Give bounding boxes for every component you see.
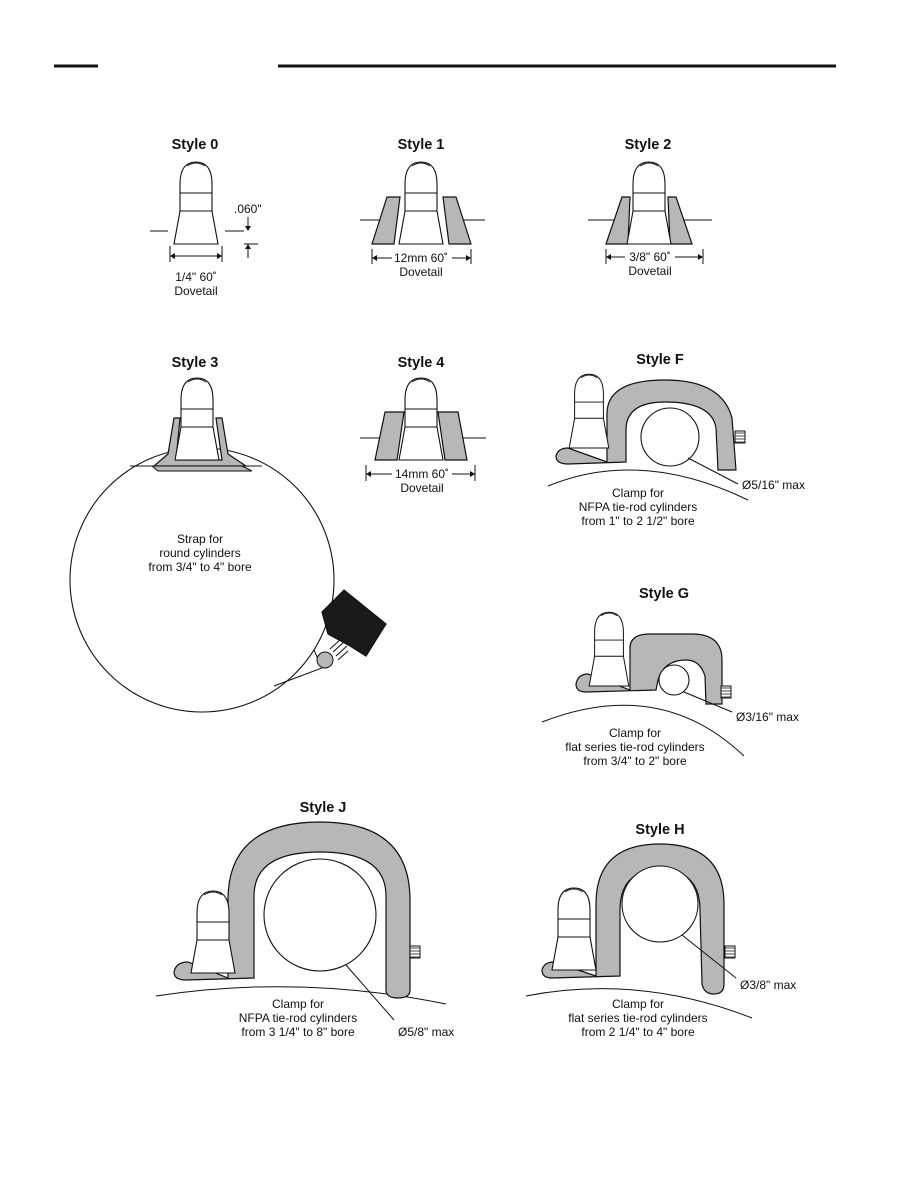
- style-0-offset-dim: .060": [234, 202, 262, 216]
- style-j-max: Ø5/8" max: [398, 1025, 454, 1039]
- style-3-desc-line2: round cylinders: [159, 546, 240, 560]
- style-j-desc-line2: NFPA tie-rod cylinders: [239, 1011, 357, 1025]
- round-cylinder-outline: [69, 447, 335, 713]
- style-g-figure: Style G Ø3/16" max Clamp for flat series…: [541, 586, 799, 768]
- style-1-title: Style 1: [398, 137, 445, 153]
- style-2-title: Style 2: [625, 137, 672, 153]
- style-4-title: Style 4: [398, 355, 445, 371]
- style-4-type: Dovetail: [400, 481, 443, 495]
- style-f-title: Style F: [636, 352, 684, 368]
- style-h-title: Style H: [635, 822, 684, 838]
- style-g-title: Style G: [639, 586, 689, 602]
- style-h-figure: Style H Ø3/8" max Clamp for flat series …: [525, 822, 796, 1039]
- style-f-desc-line1: Clamp for: [612, 486, 664, 500]
- style-h-desc-line2: flat series tie-rod cylinders: [568, 1011, 707, 1025]
- style-3-desc-line3: from 3/4" to 4" bore: [148, 560, 252, 574]
- style-j-desc-line1: Clamp for: [272, 997, 324, 1011]
- style-j-title: Style J: [300, 800, 347, 816]
- style-3-title: Style 3: [172, 355, 219, 371]
- style-j-figure: Style J Ø5/8" max Clamp for NFPA tie-rod…: [155, 800, 454, 1039]
- style-3-figure: Style 3 Strap for round cylinders from 3…: [69, 355, 387, 713]
- style-4-size: 14mm 60˚: [395, 467, 449, 481]
- style-f-desc-line3: from 1" to 2 1/2" bore: [581, 514, 695, 528]
- style-g-desc-line1: Clamp for: [609, 726, 661, 740]
- style-0-size: 1/4" 60˚: [175, 270, 217, 284]
- thumb-screw-knob: [321, 589, 387, 657]
- style-1-figure: Style 1 12mm 60˚ Dovetail: [360, 137, 485, 279]
- style-1-size: 12mm 60˚: [394, 251, 448, 265]
- style-0-figure: Style 0 .060" 1/4" 60˚ Dovetail: [150, 137, 262, 298]
- style-4-figure: Style 4 14mm 60˚ Dovetail: [360, 355, 486, 495]
- style-1-type: Dovetail: [399, 265, 442, 279]
- style-g-desc-line2: flat series tie-rod cylinders: [565, 740, 704, 754]
- style-0-title: Style 0: [172, 137, 219, 153]
- style-f-figure: Style F Ø5/16" max Clamp for NFPA tie-ro…: [547, 352, 805, 528]
- style-f-max: Ø5/16" max: [742, 478, 805, 492]
- style-h-max: Ø3/8" max: [740, 978, 796, 992]
- style-h-desc-line1: Clamp for: [612, 997, 664, 1011]
- style-0-type: Dovetail: [174, 284, 217, 298]
- style-h-desc-line3: from 2 1/4" to 4" bore: [581, 1025, 695, 1039]
- style-g-desc-line3: from 3/4" to 2" bore: [583, 754, 687, 768]
- style-3-desc-line1: Strap for: [177, 532, 223, 546]
- style-f-desc-line2: NFPA tie-rod cylinders: [579, 500, 697, 514]
- style-j-desc-line3: from 3 1/4" to 8" bore: [241, 1025, 355, 1039]
- style-2-size: 3/8" 60˚: [629, 250, 671, 264]
- style-g-max: Ø3/16" max: [736, 710, 799, 724]
- style-2-figure: Style 2 3/8" 60˚ Dovetail: [588, 137, 712, 278]
- style-2-type: Dovetail: [628, 264, 671, 278]
